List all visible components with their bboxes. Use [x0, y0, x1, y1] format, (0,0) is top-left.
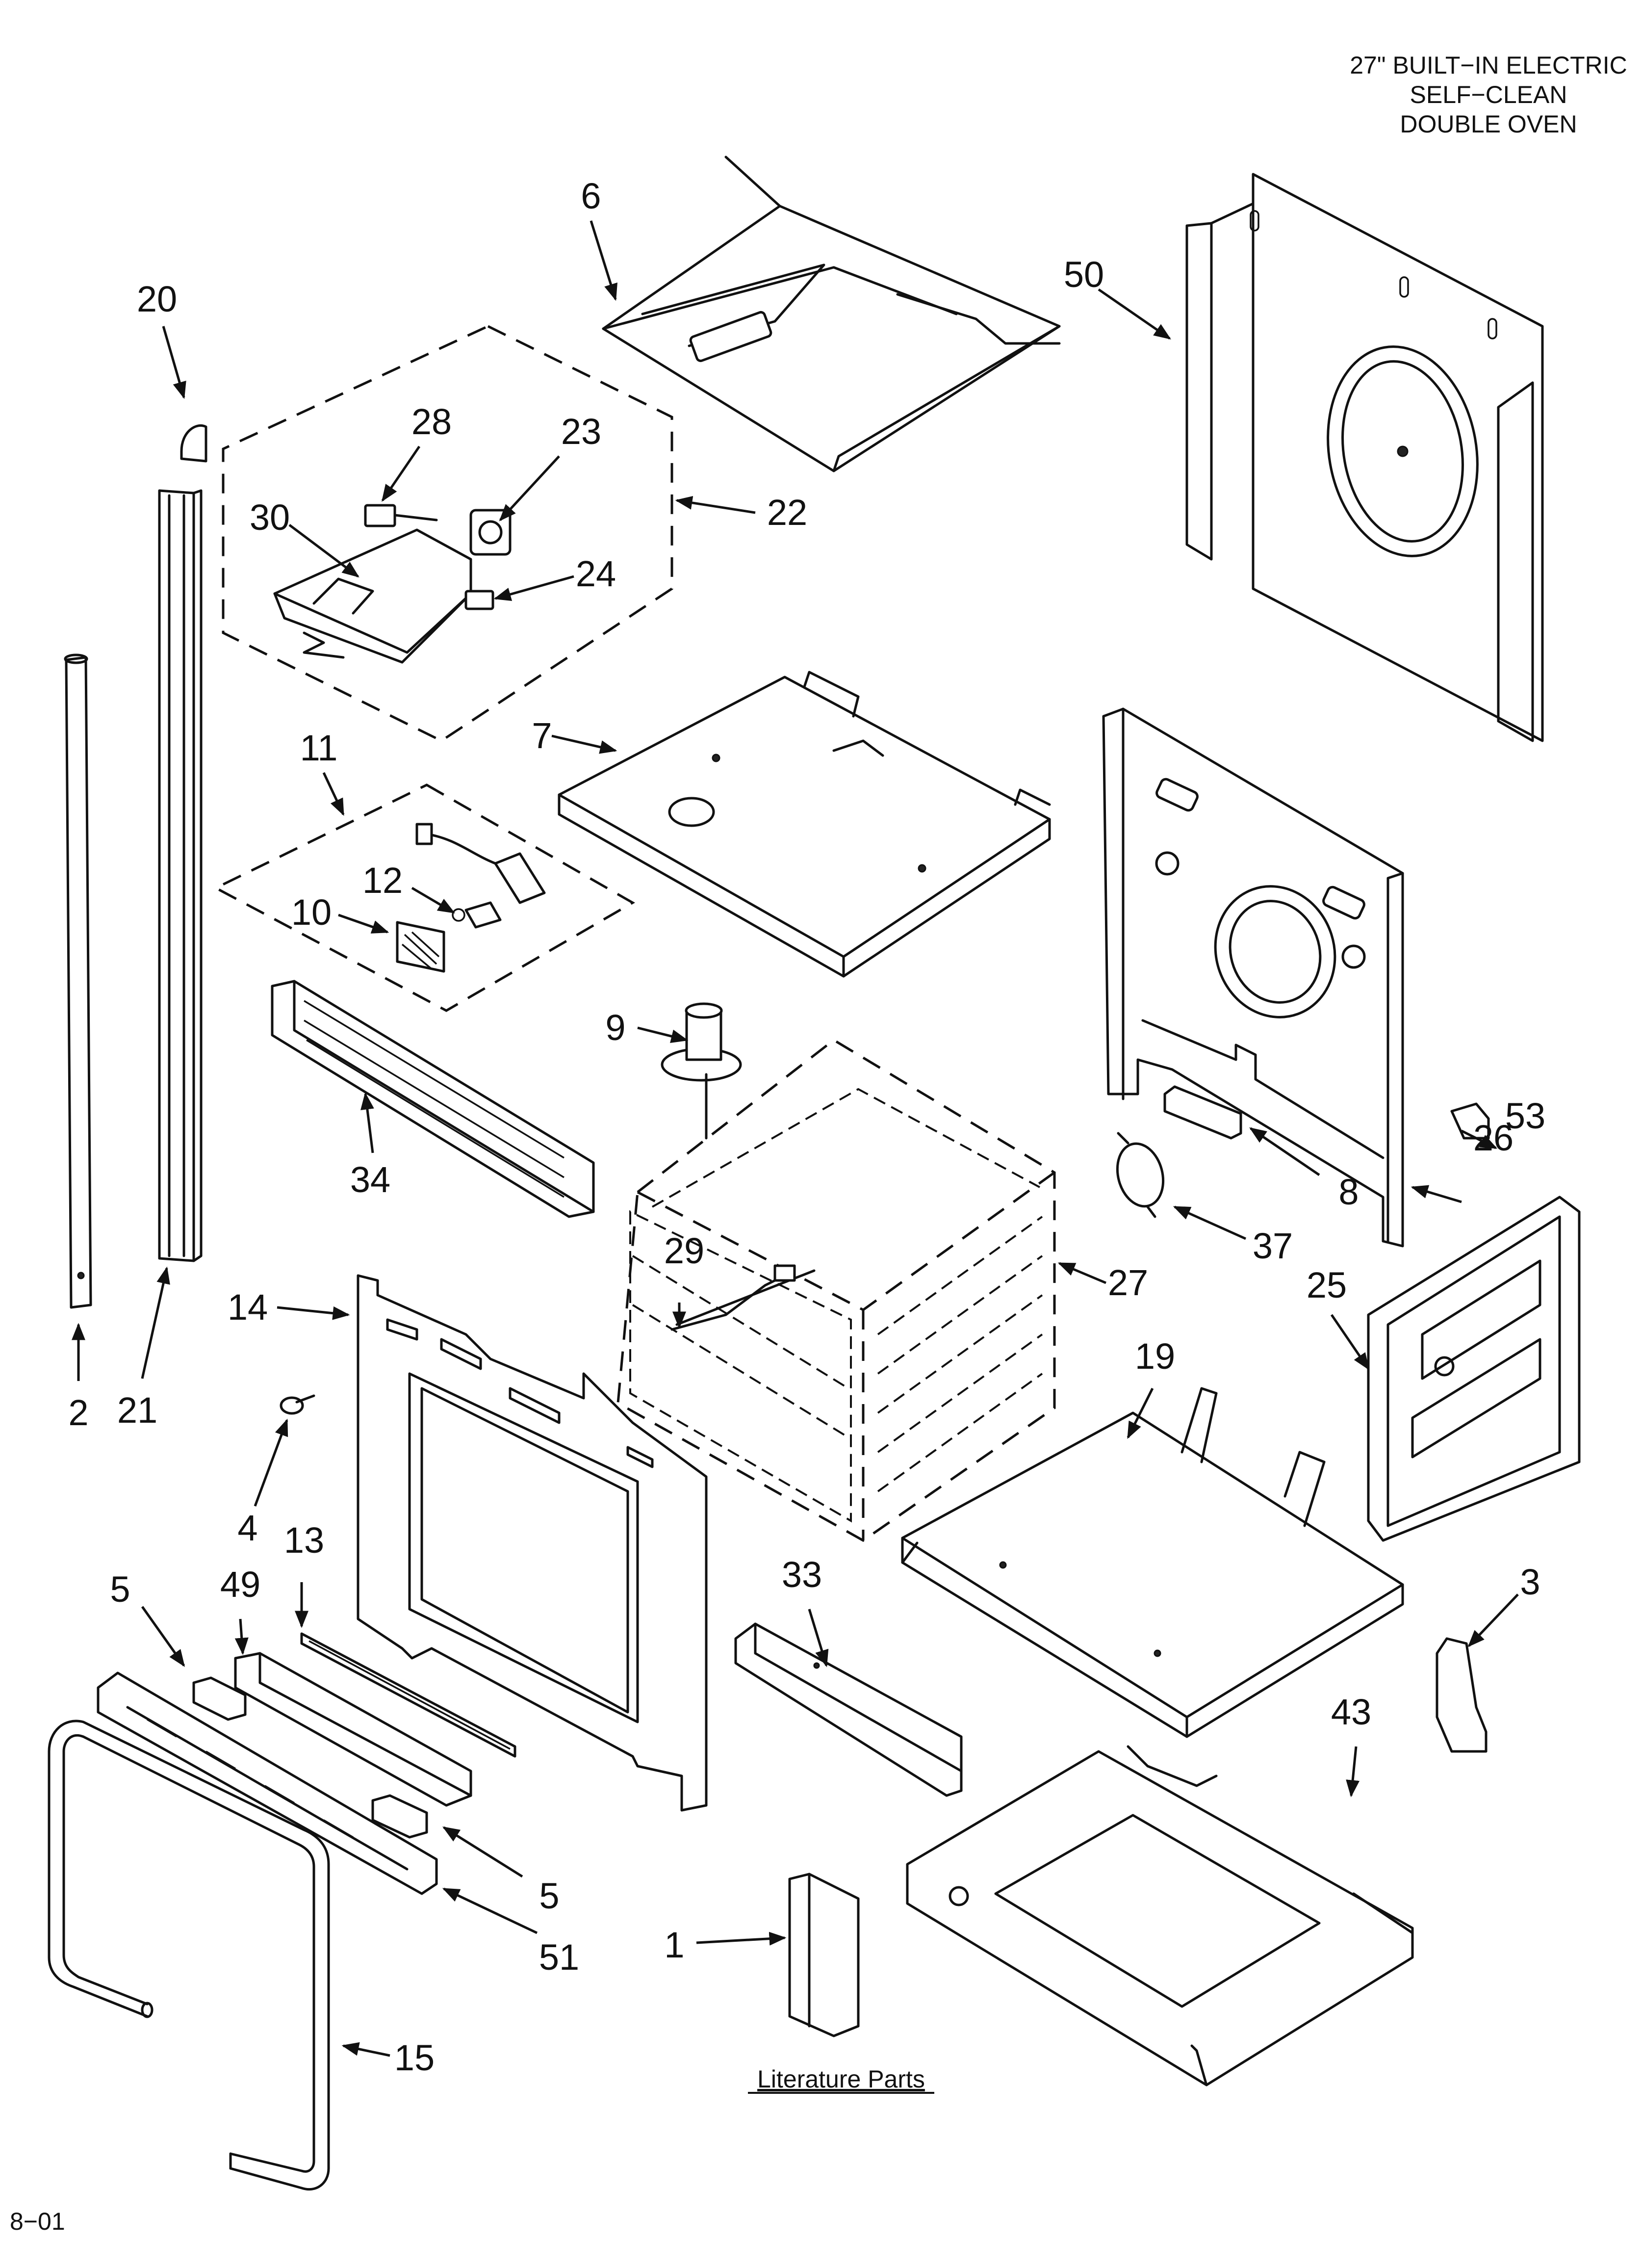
part-29-wiring	[670, 1264, 796, 1331]
callout-34: 34	[350, 1159, 390, 1200]
callout-26: 26	[1473, 1118, 1514, 1158]
callout-51: 51	[539, 1937, 579, 1978]
callout-4: 4	[237, 1508, 257, 1548]
callout-14: 14	[228, 1287, 268, 1328]
callout-28: 28	[411, 401, 452, 442]
part-26-rear-frame	[1102, 707, 1404, 1248]
part-50-rear-panel	[1185, 173, 1544, 742]
callout-24: 24	[576, 553, 616, 594]
callout-30: 30	[250, 497, 290, 538]
callout-29: 29	[664, 1230, 704, 1271]
part-15-gasket	[48, 1720, 330, 2191]
callout-8: 8	[1338, 1172, 1359, 1212]
header-line-3: DOUBLE OVEN	[1400, 110, 1577, 138]
callout-53: 53	[1505, 1095, 1545, 1136]
callout-7: 7	[532, 715, 552, 756]
callout-10: 10	[291, 892, 332, 933]
callout-5-right: 5	[539, 1876, 559, 1916]
part-49-trim	[234, 1652, 472, 1807]
part-8-block	[1163, 1085, 1242, 1140]
part-19-shield	[901, 1387, 1404, 1738]
callout-15: 15	[394, 2037, 435, 2078]
part-20-cap	[180, 424, 207, 463]
callout-33: 33	[782, 1554, 822, 1595]
callout-23: 23	[561, 411, 601, 452]
callout-27: 27	[1108, 1262, 1148, 1303]
callout-43: 43	[1331, 1692, 1371, 1732]
callout-5-left: 5	[110, 1569, 130, 1610]
part-21-side-trim	[158, 489, 203, 1262]
part-33-rail	[734, 1622, 963, 1797]
callout-3: 3	[1520, 1562, 1540, 1602]
callout-2: 2	[68, 1392, 88, 1433]
callout-6: 6	[581, 176, 601, 216]
part-6-top-shield	[602, 156, 1061, 472]
callout-21: 21	[117, 1390, 157, 1431]
part-37-thermal-fuse	[1116, 1132, 1165, 1218]
part-7-top-panel	[558, 671, 1051, 978]
literature-parts-label: Literature Parts	[757, 2065, 925, 2093]
callout-11: 11	[300, 728, 338, 768]
callout-9: 9	[605, 1007, 625, 1048]
header-line-1: 27" BUILT−IN ELECTRIC	[1350, 52, 1627, 79]
callout-22: 22	[767, 492, 807, 533]
callout-50: 50	[1064, 254, 1104, 295]
part-28-switch	[364, 504, 438, 527]
part-13-strip	[300, 1632, 516, 1758]
part-1-literature	[788, 1873, 860, 2037]
part-34-vent-grille	[271, 980, 595, 1218]
callout-1: 1	[664, 1925, 684, 1965]
leader-lines	[72, 220, 1519, 2057]
footer-code: 8−01	[10, 2208, 65, 2235]
part-53-clip	[1450, 1102, 1490, 1140]
part-2-tube	[64, 653, 92, 1309]
part-9-sensor	[661, 1002, 742, 1140]
part-12-light-bulb	[452, 901, 502, 929]
part-4-screw	[280, 1394, 315, 1415]
part-22-group-outline	[222, 325, 673, 742]
callout-37: 37	[1253, 1225, 1293, 1266]
part-30-control-bracket	[273, 528, 472, 664]
part-3-bracket	[1436, 1637, 1488, 1753]
callout-20: 20	[137, 279, 177, 319]
part-24-connector	[464, 590, 494, 610]
part-10-lens	[396, 921, 445, 973]
part-51-lower-trim	[97, 1671, 438, 1895]
part-light-socket	[415, 823, 546, 904]
callout-49: 49	[220, 1564, 260, 1605]
callout-25: 25	[1307, 1265, 1347, 1305]
part-5-spacer-a	[192, 1676, 247, 1721]
part-43-base	[906, 1745, 1414, 2086]
callout-12: 12	[362, 860, 403, 901]
callout-19: 19	[1135, 1336, 1175, 1377]
header-line-2: SELF−CLEAN	[1410, 81, 1567, 108]
part-5-spacer-b	[371, 1794, 428, 1839]
part-11-group-outline	[213, 783, 636, 1012]
part-14-front-frame	[357, 1274, 708, 1812]
part-25-side-panel	[1367, 1196, 1581, 1542]
callout-13: 13	[284, 1520, 324, 1561]
